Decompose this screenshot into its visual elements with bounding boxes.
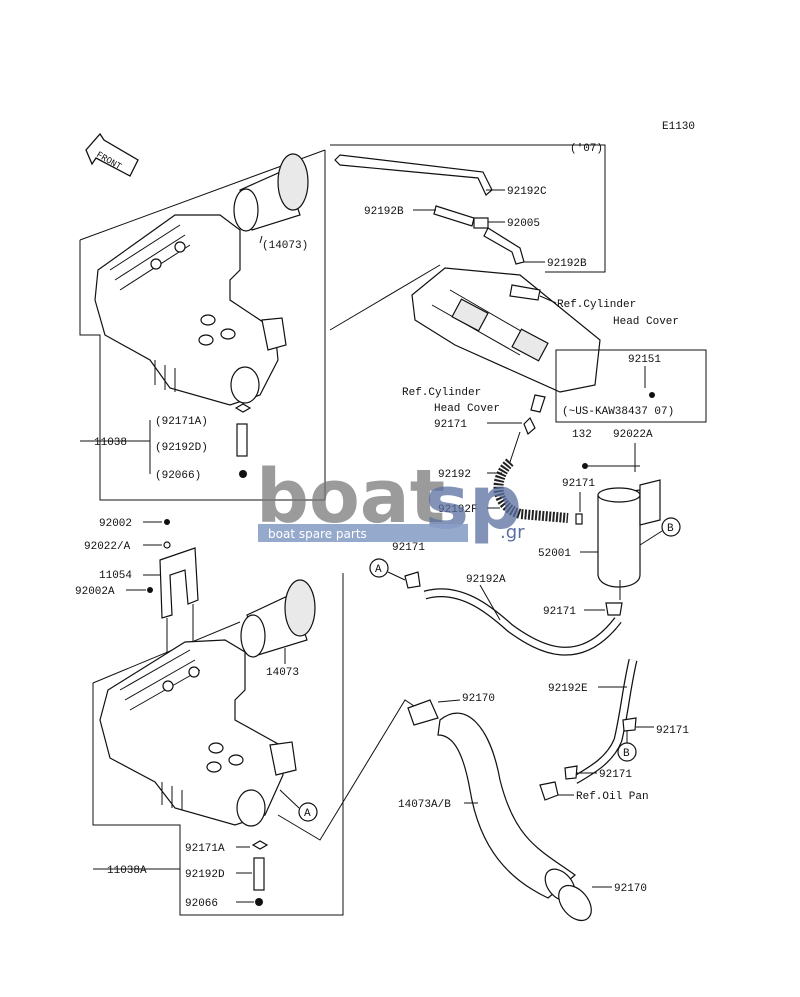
label-92171-d: 92171: [543, 606, 576, 618]
clamp-92170-a: [407, 699, 439, 726]
bolt-132: [582, 463, 588, 469]
clamp-92171-e: [622, 717, 637, 732]
cap-92066-lower: [255, 898, 263, 906]
intake-duct-upper: [233, 153, 309, 232]
label-ref-cyl-head-2: Head Cover: [613, 316, 679, 328]
clamp-92171-c: [404, 571, 421, 589]
hose-92192F: [493, 458, 569, 523]
marker-a-mid: A: [369, 558, 406, 581]
label-92022A: 92022A: [613, 429, 653, 441]
bolt-92151: [649, 392, 655, 398]
label-92005: 92005: [507, 218, 540, 230]
label-serial-note: (~US-KAW38437 07): [562, 406, 674, 418]
label-92170-a: 92170: [462, 693, 495, 705]
upper-intake-group: (14073) (92171A) 11038 (92192D) (92066): [79, 149, 326, 501]
label-14073: 14073: [266, 667, 299, 679]
intake-duct-lower: [240, 579, 316, 658]
svg-text:B: B: [667, 523, 674, 535]
joint-92005: [473, 217, 489, 229]
label-92022-A: 92022/A: [84, 541, 131, 553]
label-ref-cyl-head-1: Ref.Cylinder: [557, 299, 636, 311]
year-note: ('07): [570, 143, 603, 155]
label-11054: 11054: [99, 570, 132, 582]
clamp-92171-b: [575, 513, 583, 525]
lower-group-frame: [92, 573, 344, 916]
label-132: 132: [572, 429, 592, 441]
clamp-92171A-upper: [234, 403, 252, 413]
label-92192C: 92192C: [507, 186, 547, 198]
label-92192B-right: 92192B: [547, 258, 587, 270]
figure-code: E1130: [662, 121, 695, 133]
upper-group-frame: [79, 150, 326, 501]
hose-92192B-right: [483, 227, 525, 265]
intake-silencer-lower: [99, 639, 297, 827]
clamp-92171A-lower: [251, 840, 269, 850]
nipple-head-cover: [530, 394, 546, 413]
marker-b-lower: B: [617, 731, 637, 762]
intake-hose-14073AB: 92170 14073A/B 92170: [398, 693, 647, 922]
label-92192D: 92192D: [185, 869, 225, 881]
hose-92192D-upper: [236, 423, 248, 457]
label-ref-cyl-head-b2: Head Cover: [434, 403, 500, 415]
label-92192A: 92192A: [466, 574, 506, 586]
bolt-92002A: [147, 587, 153, 593]
separator-tank-52001: 52001: [538, 479, 661, 600]
marker-a-lower: A: [279, 789, 318, 822]
label-14073AB: 14073A/B: [398, 799, 451, 811]
label-92066: 92066: [185, 898, 218, 910]
intake-silencer-upper: [94, 214, 287, 406]
bracket-11054: [159, 547, 199, 619]
clamp-92171-f: [564, 765, 578, 780]
label-92151: 92151: [628, 354, 661, 366]
clamp-92171-d: [605, 602, 623, 616]
bolt-92002: [164, 519, 170, 525]
label-92192: 92192: [438, 469, 471, 481]
label-ref-cyl-head-b1: Ref.Cylinder: [402, 387, 481, 399]
serial-note-group: 92151 (~US-KAW38437 07): [555, 349, 707, 423]
front-arrow-icon: FRONT: [85, 132, 139, 177]
label-92171-a: 92171: [434, 419, 467, 431]
hose-92192C: [334, 154, 493, 196]
label-92171-b: 92171: [562, 478, 595, 490]
svg-text:B: B: [623, 748, 630, 760]
label-92192B-left: 92192B: [364, 206, 404, 218]
marker-b-top: B: [639, 517, 681, 546]
hose-92192B-left: [433, 205, 475, 227]
label-92171A-paren: (92171A): [155, 416, 208, 428]
label-92171-e: 92171: [656, 725, 689, 737]
label-92192D-paren: (92192D): [155, 442, 208, 454]
svg-text:A: A: [375, 564, 382, 576]
clamp-92171-a: [523, 416, 536, 436]
hose-92192D-lower: [253, 857, 265, 891]
label-92002A: 92002A: [75, 586, 115, 598]
label-92170-b: 92170: [614, 883, 647, 895]
label-ref-oil-pan: Ref.Oil Pan: [576, 791, 649, 803]
watermark-tagline: boat spare parts: [268, 527, 367, 541]
breather-hose-group: ('07) 92192C 92192B 92005 92192B: [330, 143, 606, 273]
label-92192E: 92192E: [548, 683, 588, 695]
svg-text:A: A: [304, 808, 311, 820]
mounting-bracket-group: 92002 92022/A 11054 92002A: [75, 518, 199, 690]
oil-pan-nipple: [539, 781, 559, 801]
oil-pan-hose-group: 92192E 92171 B 92171 Ref.Oil Pan: [539, 658, 689, 803]
label-92171-c: 92171: [392, 542, 425, 554]
label-14073-paren: (14073): [262, 240, 308, 252]
label-92002: 92002: [99, 518, 132, 530]
watermark: boat sp .gr boat spare parts: [256, 454, 525, 546]
label-92066-paren: (92066): [155, 470, 201, 482]
label-92171A: 92171A: [185, 843, 225, 855]
lower-intake-group: 14073 A 92171A 11038A 92192D 92066: [92, 573, 344, 916]
washer-92022A: [163, 541, 171, 549]
label-92192F: 92192F: [438, 504, 478, 516]
clamp-92170-b: [558, 884, 592, 922]
label-92171-f: 92171: [599, 769, 632, 781]
watermark-suffix: .gr: [500, 522, 525, 543]
cylinder-head-cover: Ref.Cylinder Head Cover: [411, 267, 679, 393]
label-11038A: 11038A: [107, 865, 147, 877]
label-11038: 11038: [94, 437, 127, 449]
cap-92066-upper: [239, 470, 247, 478]
breather-group-frame: [330, 144, 606, 273]
label-52001: 52001: [538, 548, 571, 560]
